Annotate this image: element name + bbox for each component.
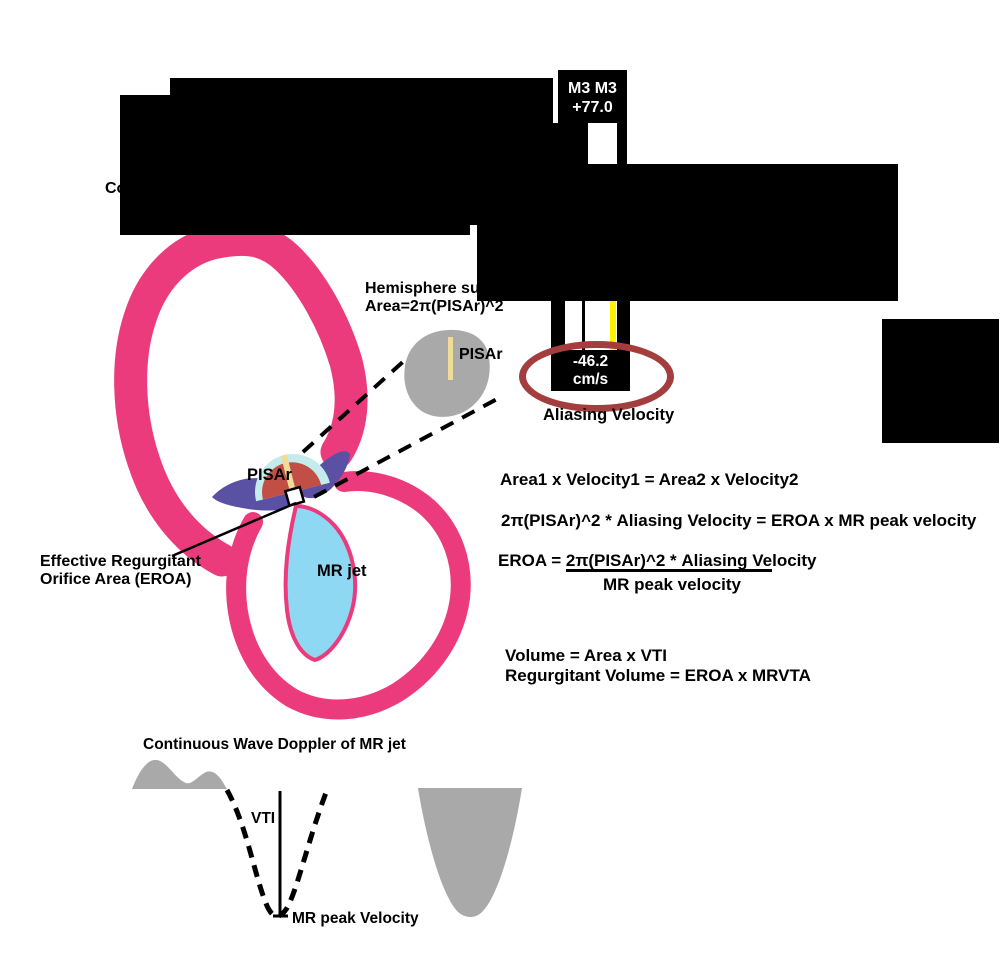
cw-waveform-humps	[132, 759, 227, 789]
formula-volume-block: Volume = Area x VTI Regurgitant Volume =…	[505, 646, 811, 686]
heart-pisar-label: PISAr	[247, 466, 292, 484]
mr-jet-shape	[283, 504, 358, 662]
echo-header-box: M3 M3 +77.0	[558, 70, 627, 123]
inset-pisar-label: PISAr	[459, 346, 503, 363]
formula-continuity: Area1 x Velocity1 = Area2 x Velocity2	[500, 470, 799, 489]
echo-column-right	[617, 123, 627, 164]
hemisphere-note: Hemisphere su Area=2π(PISAr)^2	[365, 280, 504, 316]
redacted-panel-left	[120, 95, 470, 235]
echo-bar-left	[551, 301, 565, 351]
formula-eroa-denominator: MR peak velocity	[603, 575, 741, 594]
echo-column-left	[553, 123, 588, 164]
echo-header-line1: M3 M3	[568, 80, 617, 97]
hemisphere-note-line1: Hemisphere su	[365, 280, 480, 297]
formula-regurgitant-volume: Regurgitant Volume = EROA x MRVTA	[505, 666, 811, 685]
doppler-cursor-line	[610, 301, 616, 352]
vti-label: VTI	[251, 810, 276, 827]
eroa-label: Effective Regurgitant Orifice Area (EROA…	[40, 553, 201, 589]
redacted-panel-right	[477, 164, 898, 301]
left-atrium-wall	[226, 471, 471, 720]
formula-eroa-lhs: EROA =	[498, 551, 566, 570]
redacted-panel-side	[882, 319, 999, 443]
eroa-label-line1: Effective Regurgitant	[40, 553, 201, 570]
left-ventricle-wall	[114, 222, 368, 577]
eroa-pointer-line	[171, 501, 297, 558]
cw-filled-envelope	[418, 788, 522, 917]
regurgitant-orifice-marker	[283, 485, 306, 508]
aliasing-label: Aliasing Velocity	[543, 406, 675, 424]
formula-eroa-underlined: 2π(PISAr)^2 * Aliasing Ve	[565, 551, 773, 572]
formula-volume: Volume = Area x VTI	[505, 646, 668, 665]
formula-pisa-equation: 2π(PISAr)^2 * Aliasing Velocity = EROA x…	[501, 511, 977, 530]
aliasing-annotation-ellipse	[519, 341, 674, 412]
cw-doppler-title: Continuous Wave Doppler of MR jet	[143, 736, 406, 753]
inset-radius-line	[448, 337, 453, 380]
formula-eroa-numerator: EROA = 2π(PISAr)^2 * Aliasing Velocity	[498, 551, 817, 572]
magnifier-dashed-line-upper	[301, 339, 428, 454]
vti-line	[273, 791, 288, 918]
mr-jet-label: MR jet	[317, 562, 367, 580]
cw-dashed-envelope	[224, 788, 330, 919]
eroa-label-line2: Orifice Area (EROA)	[40, 571, 192, 588]
formula-eroa-rest: locity	[772, 551, 817, 570]
echo-bar-right	[616, 301, 630, 351]
echo-baseline-line	[581, 301, 585, 350]
echo-header-line2: +77.0	[572, 99, 613, 116]
mr-peak-velocity-label: MR peak Velocity	[292, 910, 419, 927]
pisa-radius-line	[280, 454, 296, 493]
hemisphere-note-line2: Area=2π(PISAr)^2	[365, 298, 504, 315]
zoom-inset-blob	[404, 329, 490, 417]
magnifier-dashed-line-lower	[313, 396, 500, 499]
